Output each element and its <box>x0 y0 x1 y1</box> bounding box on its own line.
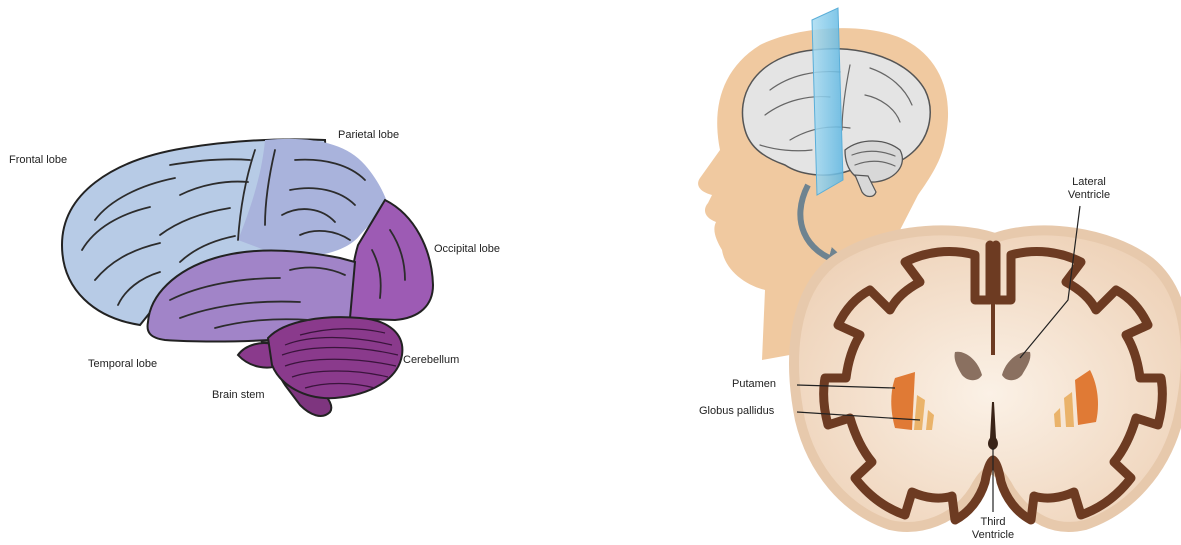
lateral-brain-diagram <box>62 139 433 416</box>
label-occipital-lobe: Occipital lobe <box>434 243 500 255</box>
putamen-left <box>891 372 915 430</box>
label-lateral-ventricle: Lateral Ventricle <box>1058 176 1120 202</box>
label-third-ventricle-line1: Third <box>962 516 1024 529</box>
label-putamen: Putamen <box>732 378 776 390</box>
label-cerebellum: Cerebellum <box>403 354 459 366</box>
label-third-ventricle: Third Ventricle <box>962 516 1024 542</box>
label-parietal-lobe: Parietal lobe <box>338 129 399 141</box>
label-lateral-ventricle-line1: Lateral <box>1058 176 1120 189</box>
label-lateral-ventricle-line2: Ventricle <box>1058 189 1120 202</box>
label-brain-stem: Brain stem <box>212 389 265 401</box>
coronal-section-diagram <box>794 230 1181 527</box>
label-frontal-lobe: Frontal lobe <box>9 154 67 166</box>
coronal-plane <box>812 8 843 195</box>
label-globus-pallidus: Globus pallidus <box>699 405 774 417</box>
label-third-ventricle-line2: Ventricle <box>962 529 1024 542</box>
label-temporal-lobe: Temporal lobe <box>88 358 157 370</box>
